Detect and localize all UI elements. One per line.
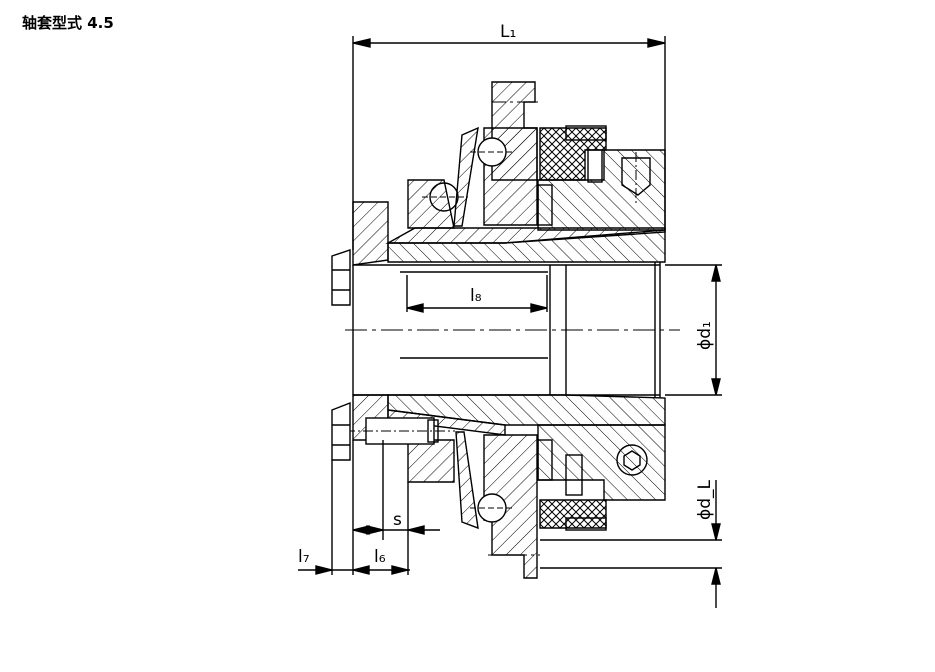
dimension-label-l7: l₇ bbox=[298, 547, 310, 567]
dimension-label-l6: l₆ bbox=[374, 547, 386, 567]
dimension-label-dL: ϕd_L bbox=[695, 479, 715, 520]
page-title: 轴套型式 4.5 bbox=[22, 14, 114, 32]
dimension-label-s: s bbox=[393, 510, 402, 530]
dimension-label-L1: L₁ bbox=[500, 22, 516, 42]
dimension-label-l8: l₈ bbox=[470, 286, 482, 306]
dimension-label-d1: ϕd₁ bbox=[695, 321, 715, 350]
